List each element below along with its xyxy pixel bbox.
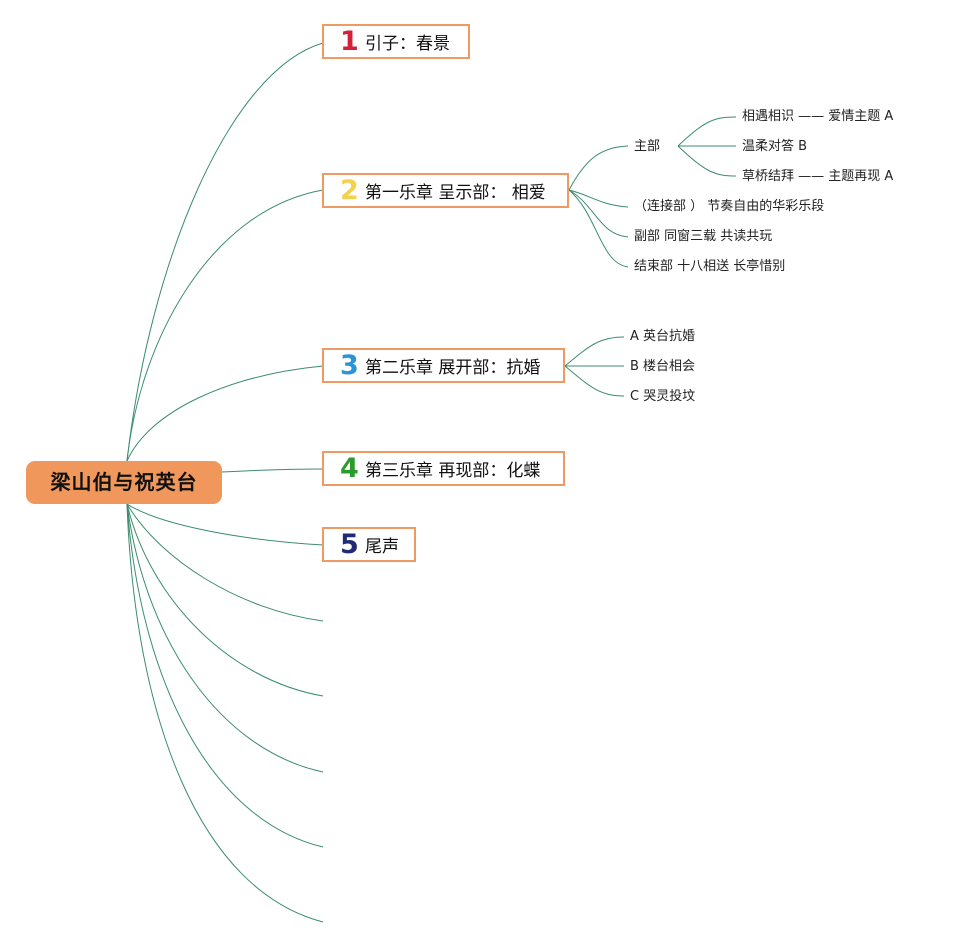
branch-movement-3[interactable]: 4 第三乐章 再现部：化蝶 bbox=[322, 451, 565, 486]
branch-label: 第三乐章 再现部：化蝶 bbox=[365, 461, 541, 481]
link-root-empty-1 bbox=[126, 503, 324, 622]
link-main-c1 bbox=[677, 116, 737, 147]
branch-label: 第二乐章 展开部：抗婚 bbox=[365, 358, 541, 378]
branch-label: 引子：春景 bbox=[365, 34, 450, 54]
number-4-icon: 4 bbox=[340, 453, 359, 484]
topic-secondary-section[interactable]: 副部 同窗三载 共读共玩 bbox=[634, 229, 773, 244]
number-2-icon: 2 bbox=[340, 175, 359, 206]
topic-refuse-marriage[interactable]: A 英台抗婚 bbox=[630, 329, 696, 344]
link-b2-secondary bbox=[568, 189, 629, 238]
link-b2-main bbox=[568, 145, 629, 191]
link-root-empty-4 bbox=[126, 503, 324, 848]
number-5-icon: 5 bbox=[340, 529, 359, 560]
branch-coda[interactable]: 5 尾声 bbox=[322, 527, 416, 562]
link-b2-ending bbox=[568, 189, 629, 268]
number-3-icon: 3 bbox=[340, 350, 359, 381]
topic-sworn-brothers[interactable]: 草桥结拜 —— 主题再现 A bbox=[742, 169, 894, 184]
link-main-c3 bbox=[677, 145, 737, 177]
link-root-b2 bbox=[126, 189, 324, 462]
branch-introduction[interactable]: 1 引子：春景 bbox=[322, 24, 470, 59]
topic-bridge-section[interactable]: （连接部 ） 节奏自由的华彩乐段 bbox=[634, 199, 825, 214]
branch-label: 第一乐章 呈示部： 相爱 bbox=[365, 183, 546, 203]
topic-meeting[interactable]: 相遇相识 —— 爱情主题 A bbox=[742, 109, 894, 124]
branch-label: 尾声 bbox=[365, 537, 399, 557]
link-root-empty-2 bbox=[126, 503, 324, 697]
link-b3-a bbox=[564, 336, 625, 367]
number-1-icon: 1 bbox=[340, 26, 359, 57]
link-root-b3 bbox=[126, 365, 324, 462]
topic-mourning-tomb[interactable]: C 哭灵投坟 bbox=[630, 389, 696, 404]
link-root-b4 bbox=[221, 468, 324, 473]
link-root-empty-3 bbox=[126, 503, 324, 773]
link-b2-bridge bbox=[568, 189, 629, 208]
topic-balcony-meeting[interactable]: B 楼台相会 bbox=[630, 359, 696, 374]
link-root-empty-5 bbox=[126, 503, 324, 923]
root-topic[interactable]: 梁山伯与祝英台 bbox=[26, 461, 222, 504]
link-root-b5 bbox=[126, 503, 324, 546]
branch-movement-2[interactable]: 3 第二乐章 展开部：抗婚 bbox=[322, 348, 565, 383]
branch-movement-1[interactable]: 2 第一乐章 呈示部： 相爱 bbox=[322, 173, 569, 208]
topic-gentle-reply[interactable]: 温柔对答 B bbox=[742, 139, 808, 154]
link-b3-c bbox=[564, 365, 625, 397]
topic-main-section[interactable]: 主部 bbox=[634, 139, 661, 154]
topic-ending-section[interactable]: 结束部 十八相送 长亭惜别 bbox=[634, 259, 786, 274]
link-root-b1 bbox=[126, 42, 324, 462]
